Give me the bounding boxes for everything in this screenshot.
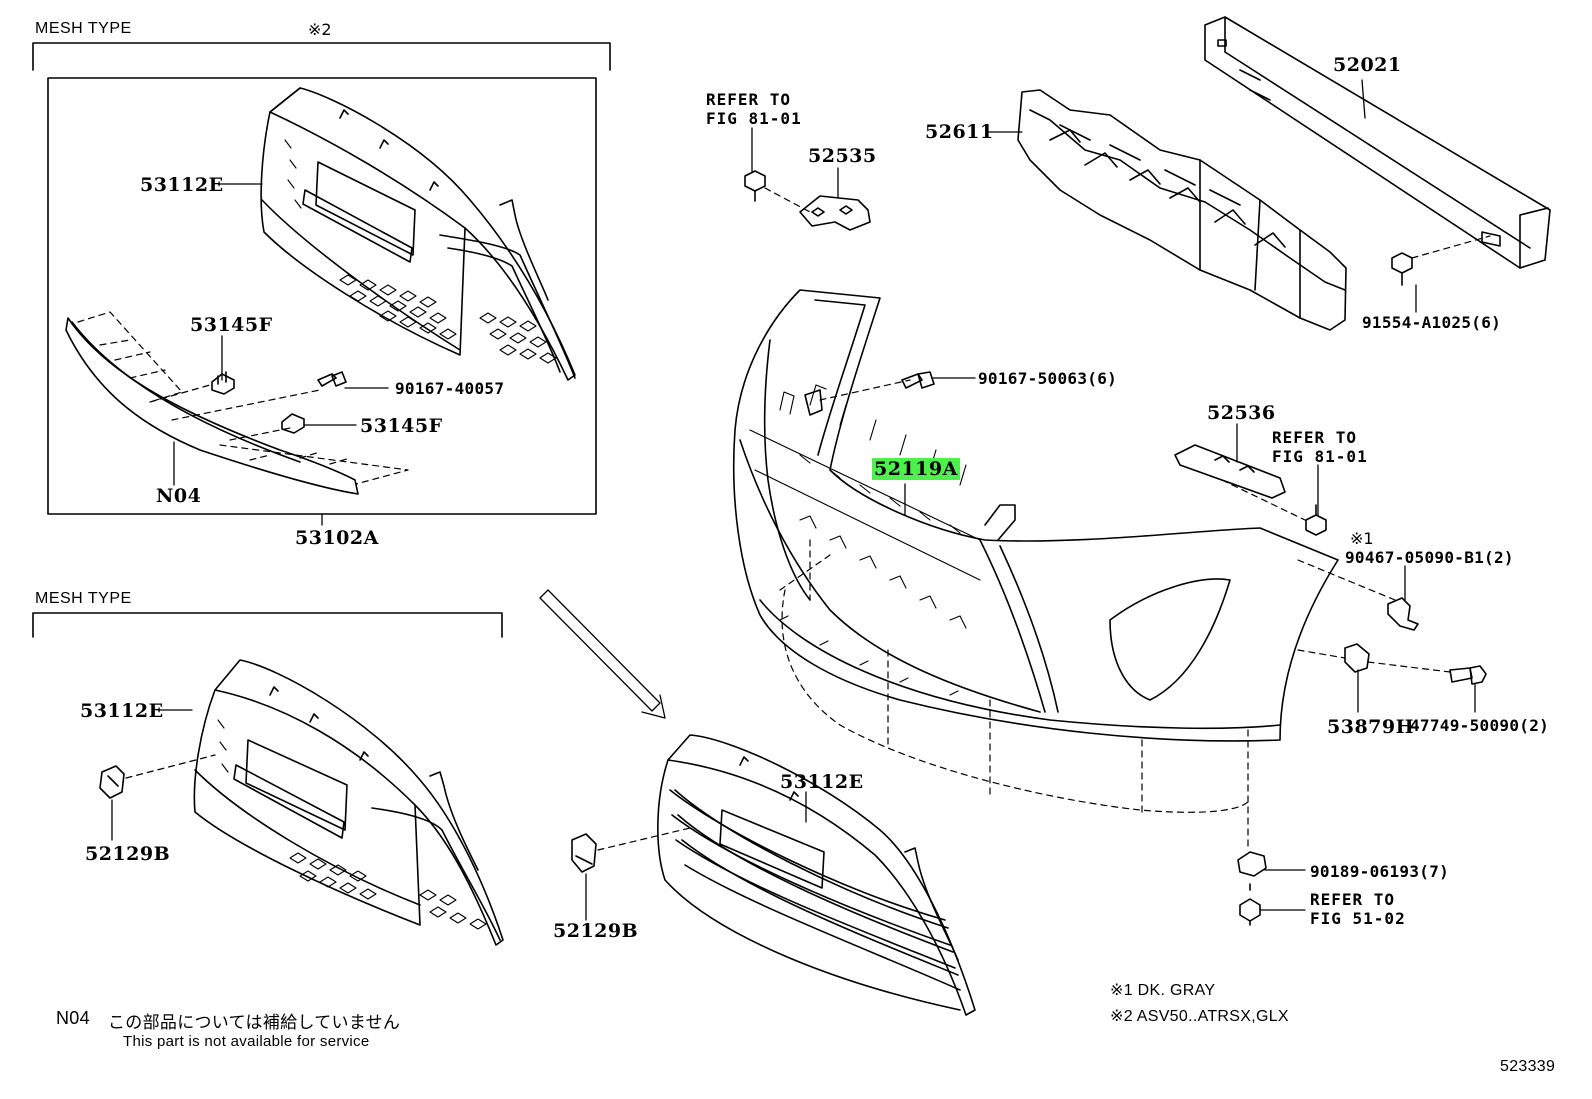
absorber-52611 bbox=[1017, 89, 1347, 331]
part-label-52536[interactable]: 52536 bbox=[1207, 402, 1276, 424]
leaders-52535 bbox=[751, 127, 839, 199]
part-label-52611[interactable]: 52611 bbox=[925, 121, 994, 143]
construction-lines-grille bbox=[597, 827, 691, 851]
part-label-52119A-highlighted[interactable]: 52119A bbox=[872, 458, 960, 480]
pointer-arrow bbox=[539, 589, 666, 719]
refer-line-2: FIG 81-01 bbox=[706, 109, 802, 128]
part-label-53879H[interactable]: 53879H bbox=[1327, 716, 1415, 738]
construction-lines-bumper bbox=[779, 379, 1451, 851]
mesh-type-bracket-2 bbox=[32, 612, 503, 638]
refer-line-1: REFER TO bbox=[1272, 428, 1358, 447]
part-label-90467-05090-B1[interactable]: 90467-05090-B1(2) bbox=[1345, 548, 1514, 567]
clip-90467 bbox=[1387, 597, 1419, 631]
part-label-91554-A1025[interactable]: 91554-A1025(6) bbox=[1362, 313, 1502, 332]
part-label-52129B-b[interactable]: 52129B bbox=[553, 920, 639, 942]
reinforcement-52021 bbox=[1204, 16, 1551, 269]
part-label-52535[interactable]: 52535 bbox=[808, 145, 877, 167]
bolt-91554 bbox=[1391, 252, 1413, 286]
bracket-52536 bbox=[1174, 444, 1286, 499]
part-label-53145F-b[interactable]: 53145F bbox=[360, 415, 443, 437]
screw-ref-51-02 bbox=[1239, 883, 1261, 926]
part-label-52021[interactable]: 52021 bbox=[1333, 54, 1402, 76]
bracket-52535 bbox=[799, 195, 871, 231]
construction-lines-box1 bbox=[77, 311, 409, 485]
part-label-47749-50090[interactable]: 47749-50090(2) bbox=[1410, 716, 1550, 735]
clip-53145F-b bbox=[281, 413, 305, 434]
refer-line-1: REFER TO bbox=[1310, 890, 1396, 909]
mesh-type-header-1: MESH TYPE bbox=[35, 20, 132, 37]
note-mark-1-text: ※1 DK. GRAY bbox=[1110, 982, 1216, 999]
refer-to-fig-81-01-b[interactable]: REFER TO FIG 81-01 bbox=[1272, 428, 1368, 466]
leaders-box1 bbox=[173, 183, 389, 526]
note-mark-2: ※2 bbox=[308, 20, 332, 39]
refer-line-1: REFER TO bbox=[706, 90, 792, 109]
part-label-53112E-b[interactable]: 53112E bbox=[80, 700, 164, 722]
part-label-90167-50063[interactable]: 90167-50063(6) bbox=[978, 369, 1118, 388]
clip-53145F-a bbox=[211, 371, 235, 395]
refer-line-2: FIG 51-02 bbox=[1310, 909, 1406, 928]
leaders-bumper bbox=[904, 377, 1476, 911]
leaders-52021 bbox=[1361, 79, 1417, 313]
screw-90167-50063 bbox=[901, 371, 935, 389]
part-label-N04[interactable]: N04 bbox=[156, 485, 202, 507]
refer-line-2: FIG 81-01 bbox=[1272, 447, 1368, 466]
bumper-cover-52119A bbox=[732, 289, 1339, 742]
note-n04-code: N04 bbox=[56, 1008, 90, 1028]
clip-52129B-a bbox=[99, 765, 125, 799]
mesh-type-header-2: MESH TYPE bbox=[35, 590, 132, 607]
construction-lines-box2 bbox=[125, 754, 216, 779]
part-label-90167-40057[interactable]: 90167-40057 bbox=[395, 379, 505, 398]
part-label-53112E-c[interactable]: 53112E bbox=[780, 771, 864, 793]
grille-mesh-box2 bbox=[193, 659, 504, 946]
construction-lines-52535 bbox=[764, 187, 811, 213]
note-mark-2-text: ※2 ASV50..ATRSX,GLX bbox=[1110, 1008, 1289, 1025]
part-label-53112E[interactable]: 53112E bbox=[140, 174, 224, 196]
part-label-53145F[interactable]: 53145F bbox=[190, 314, 273, 336]
grille-horizontal-bars bbox=[657, 734, 976, 1016]
clip-52129B-b bbox=[571, 833, 597, 873]
construction-lines-52021 bbox=[1411, 235, 1491, 259]
part-label-52129B[interactable]: 52129B bbox=[85, 843, 171, 865]
leaders-grille bbox=[585, 791, 807, 921]
clip-90189 bbox=[1237, 851, 1267, 877]
bolt-ref-81-01-b bbox=[1305, 504, 1327, 536]
lower-spoiler-n04 bbox=[65, 317, 359, 495]
bolt-ref-81-01-a bbox=[744, 170, 766, 202]
note-n04-english: This part is not available for service bbox=[123, 1033, 370, 1050]
refer-to-fig-81-01-a[interactable]: REFER TO FIG 81-01 bbox=[706, 90, 802, 128]
part-label-53102A[interactable]: 53102A bbox=[295, 527, 379, 549]
screw-90167-40057 bbox=[317, 371, 347, 387]
note-n04-japanese: この部品については補給していません bbox=[108, 1013, 401, 1032]
refer-to-fig-51-02[interactable]: REFER TO FIG 51-02 bbox=[1310, 890, 1406, 928]
part-label-90189-06193[interactable]: 90189-06193(7) bbox=[1310, 862, 1450, 881]
nut-53879H bbox=[1344, 643, 1370, 673]
grille-mesh-box1 bbox=[260, 87, 576, 381]
leaders-box2 bbox=[111, 709, 193, 841]
note-mark-1: ※1 bbox=[1350, 529, 1374, 548]
diagram-id: 523339 bbox=[1500, 1058, 1556, 1075]
screw-47749 bbox=[1449, 665, 1487, 685]
